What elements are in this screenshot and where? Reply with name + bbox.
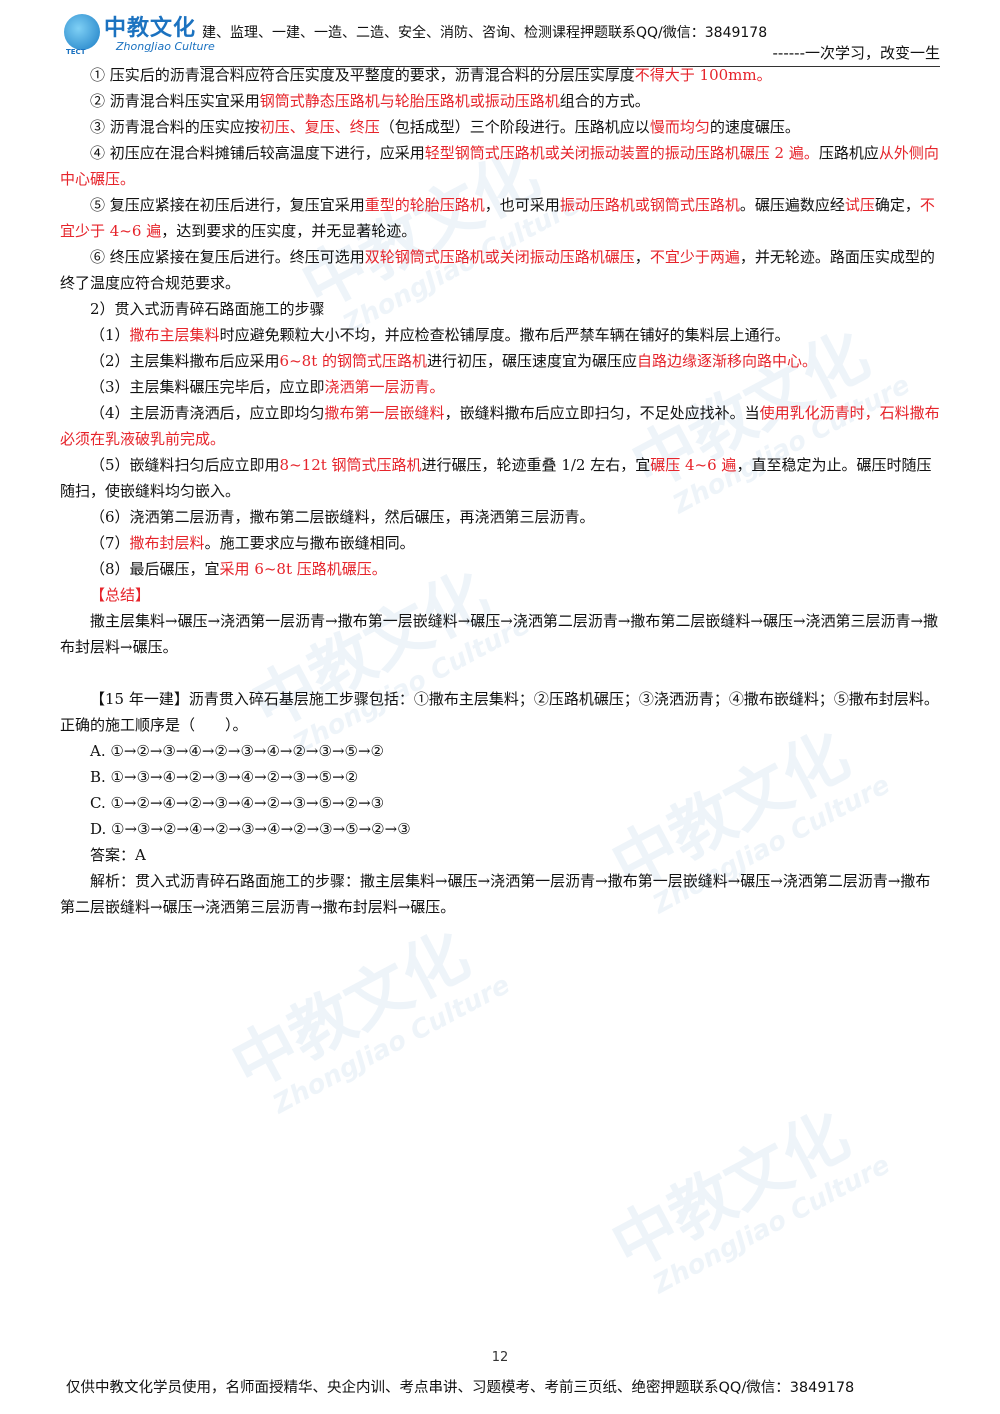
body-text: 进行碾压，轮迹重叠 1/2 左右，宜 (421, 456, 651, 474)
highlight-text: 自路边缘逐渐移向路中心。 (637, 352, 818, 370)
watermark-logo: 中教文化 (220, 918, 482, 1105)
body-text: ④ 初压应在混合料摊铺后较高温度下进行，应采用 (90, 144, 425, 162)
page-footer: 仅供中教文化学员使用，名师面授精华、央企内训、考点串讲、习题模考、考前三页纸、绝… (66, 1380, 855, 1396)
paragraph: 撒主层集料→碾压→浇洒第一层沥青→撒布第一层嵌缝料→碾压→浇洒第二层沥青→撒布第… (60, 608, 940, 660)
body-text: ， (634, 248, 650, 266)
analysis: 解析：贯入式沥青碎石路面施工的步骤：撒主层集料→碾压→浇洒第一层沥青→撒布第一层… (60, 872, 931, 916)
highlight-text: 重型的轮胎压路机 (364, 196, 485, 214)
paragraph: （3）主层集料碾压完毕后，应立即浇洒第一层沥青。 (60, 374, 940, 400)
highlight-text: 【总结】 (90, 586, 151, 604)
body-text: 时应避免颗粒大小不均，并应检查松铺厚度。撒布后严禁车辆在铺好的集料层上通行。 (219, 326, 790, 344)
paragraph: ② 沥青混合料压实宜采用钢筒式静态压路机与轮胎压路机或振动压路机组合的方式。 (60, 88, 940, 114)
highlight-text: 从外侧向中心碾压。 (60, 144, 939, 188)
option-list: A. ①→②→③→④→②→③→④→②→③→⑤→② B. ①→③→④→②→③→④→②… (60, 738, 940, 842)
paragraph: （5）嵌缝料扫匀后应立即用8~12t 钢筒式压路机进行碾压，轮迹重叠 1/2 左… (60, 452, 940, 504)
highlight-text: 不宜少于 4~6 遍 (60, 196, 935, 240)
highlight-text: 使用乳化沥青时，石料撒布必须在乳液破乳前完成。 (60, 404, 940, 448)
highlight-text: 钢筒式静态压路机与轮胎压路机或振动压路机 (259, 92, 560, 110)
watermark-text: ZhongJiao Culture (648, 1149, 895, 1301)
watermark-logo: 中教文化 (600, 1098, 862, 1285)
body-text: （8）最后碾压，宜 (90, 560, 220, 578)
body-text: 2）贯入式沥青碎石路面施工的步骤 (90, 300, 325, 318)
body-text: ⑤ 复压应紧接在初压后进行，复压宜采用 (90, 196, 365, 214)
body-text: 撒主层集料→碾压→浇洒第一层沥青→撒布第一层嵌缝料→碾压→浇洒第二层沥青→撒布第… (60, 612, 939, 656)
body-text: ，嵌缝料撒布后应立即扫匀，不足处应找补。当 (444, 404, 760, 422)
header-contact: 建、监理、一建、一造、二造、安全、消防、咨询、检测课程押题联系QQ/微信：384… (202, 25, 768, 41)
highlight-text: 振动压路机或钢筒式压路机 (559, 196, 740, 214)
paragraph: ⑥ 终压应紧接在复压后进行。终压可选用双轮钢筒式压路机或关闭振动压路机碾压，不宜… (60, 244, 940, 296)
body-text: ，也可采用 (484, 196, 560, 214)
paragraph: ⑤ 复压应紧接在初压后进行，复压宜采用重型的轮胎压路机，也可采用振动压路机或钢筒… (60, 192, 940, 244)
highlight-text: 碾压 4~6 遍 (650, 456, 737, 474)
answer-option: B. ①→③→④→②→③→④→②→③→⑤→② (90, 768, 359, 786)
paragraph: （7）撒布封层料。施工要求应与撒布嵌缝相同。 (60, 530, 940, 556)
document-body: ① 压实后的沥青混合料应符合压实度及平整度的要求，沥青混合料的分层压实厚度不得大… (60, 62, 940, 920)
body-text: 组合的方式。 (559, 92, 650, 110)
header-divider (200, 66, 940, 67)
highlight-text: 慢而均匀 (649, 118, 710, 136)
highlight-text: 轻型钢筒式压路机或关闭振动装置的振动压路机碾压 2 遍。 (424, 144, 819, 162)
paragraph: （6）浇洒第二层沥青，撒布第二层嵌缝料，然后碾压，再浇洒第三层沥青。 (60, 504, 940, 530)
body-text: （6）浇洒第二层沥青，撒布第二层嵌缝料，然后碾压，再浇洒第三层沥青。 (90, 508, 595, 526)
page-number: 12 (491, 1350, 509, 1365)
body-text: （5）嵌缝料扫匀后应立即用 (90, 456, 280, 474)
highlight-text: 双轮钢筒式压路机或关闭振动压路机碾压 (364, 248, 635, 266)
paragraph: 【总结】 (60, 582, 940, 608)
highlight-text: 撒布第一层嵌缝料 (324, 404, 445, 422)
answer-option: C. ①→②→④→②→③→④→②→③→⑤→②→③ (90, 794, 385, 812)
highlight-text: 撒布主层集料 (129, 326, 220, 344)
body-text: 进行初压，碾压速度宜为碾压应 (427, 352, 638, 370)
body-text: ③ 沥青混合料的压实应按 (90, 118, 260, 136)
answer-option: A. ①→②→③→④→②→③→④→②→③→⑤→② (90, 742, 384, 760)
body-text: ② 沥青混合料压实宜采用 (90, 92, 260, 110)
paragraph: ① 压实后的沥青混合料应符合压实度及平整度的要求，沥青混合料的分层压实厚度不得大… (60, 62, 940, 88)
body-text: 确定， (874, 196, 920, 214)
highlight-text: 初压、复压、终压 (259, 118, 380, 136)
body-text: （包括成型）三个阶段进行。压路机应以 (379, 118, 650, 136)
body-text: 压路机应 (818, 144, 879, 162)
body-text: ，直至稳定为止。碾压时随压随扫，使嵌缝料均匀嵌入。 (60, 456, 932, 500)
highlight-text: 浇洒第一层沥青。 (324, 378, 445, 396)
paragraph-list: ① 压实后的沥青混合料应符合压实度及平整度的要求，沥青混合料的分层压实厚度不得大… (60, 62, 940, 660)
brand-logo: 中教文化 ZhongJiao Culture TECT (60, 8, 220, 58)
paragraph: 2）贯入式沥青碎石路面施工的步骤 (60, 296, 940, 322)
paragraph: （2）主层集料撒布后应采用6~8t 的钢筒式压路机进行初压，碾压速度宜为碾压应自… (60, 348, 940, 374)
highlight-text: 6~8t 的钢筒式压路机 (279, 352, 427, 370)
logo-tect: TECT (66, 48, 86, 56)
highlight-text: 撒布封层料 (129, 534, 205, 552)
page-header: 中教文化 ZhongJiao Culture TECT 建、监理、一建、一造、二… (60, 8, 940, 67)
body-text: （2）主层集料撒布后应采用 (90, 352, 280, 370)
highlight-text: 8~12t 钢筒式压路机 (279, 456, 422, 474)
logo-chinese: 中教文化 (104, 16, 197, 41)
paragraph: ③ 沥青混合料的压实应按初压、复压、终压（包括成型）三个阶段进行。压路机应以慢而… (60, 114, 940, 140)
body-text: 的速度碾压。 (709, 118, 800, 136)
highlight-text: 试压 (844, 196, 875, 214)
body-text: ① 压实后的沥青混合料应符合压实度及平整度的要求，沥青混合料的分层压实厚度 (90, 66, 635, 84)
body-text: 。施工要求应与撒布嵌缝相同。 (204, 534, 415, 552)
body-text: （1） (90, 326, 130, 344)
answer: 答案：A (90, 846, 146, 864)
highlight-text: 采用 6~8t 压路机碾压。 (219, 560, 387, 578)
globe-icon (64, 14, 100, 50)
body-text: ，并无轮迹。路面压实成型的终了温度应符合规范要求。 (60, 248, 935, 292)
paragraph: ④ 初压应在混合料摊铺后较高温度下进行，应采用轻型钢筒式压路机或关闭振动装置的振… (60, 140, 940, 192)
highlight-text: 不宜少于两遍 (649, 248, 740, 266)
watermark-text: ZhongJiao Culture (268, 969, 515, 1121)
answer-option: D. ①→③→②→④→②→③→④→②→③→⑤→②→③ (90, 820, 411, 838)
body-text: 。碾压遍数应经 (739, 196, 845, 214)
body-text: （4）主层沥青浇洒后，应立即均匀 (90, 404, 325, 422)
paragraph: （1）撒布主层集料时应避免颗粒大小不均，并应检查松铺厚度。撒布后严禁车辆在铺好的… (60, 322, 940, 348)
body-text: ⑥ 终压应紧接在复压后进行。终压可选用 (90, 248, 365, 266)
highlight-text: 不得大于 100mm。 (634, 66, 772, 84)
body-text: （3）主层集料碾压完毕后，应立即 (90, 378, 325, 396)
paragraph: （8）最后碾压，宜采用 6~8t 压路机碾压。 (60, 556, 940, 582)
logo-english: ZhongJiao Culture (116, 40, 215, 53)
paragraph: （4）主层沥青浇洒后，应立即均匀撒布第一层嵌缝料，嵌缝料撒布后应立即扫匀，不足处… (60, 400, 940, 452)
spacer (60, 660, 940, 686)
header-slogan: ------一次学习，改变一生 (772, 44, 940, 62)
question-stem: 【15 年一建】沥青贯入碎石基层施工步骤包括：①撒布主层集料；②压路机碾压；③浇… (60, 690, 939, 734)
body-text: （7） (90, 534, 130, 552)
body-text: ，达到要求的压实度，并无显著轮迹。 (161, 222, 417, 240)
